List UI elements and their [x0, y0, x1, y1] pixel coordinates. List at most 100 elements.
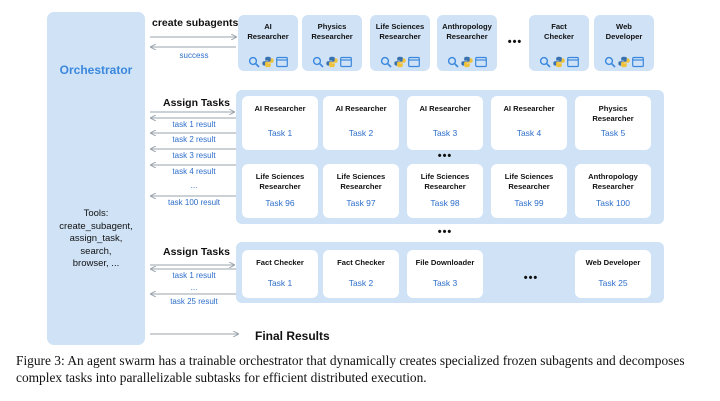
tools-line: create_subagent,: [59, 220, 133, 232]
band2-ellipsis: •••: [523, 272, 539, 284]
result-label: task 25 result: [170, 297, 218, 306]
search-icon: [380, 56, 392, 68]
browser-icon: [567, 56, 579, 68]
rows-ellipsis: •••: [437, 150, 453, 162]
browser-icon: [632, 56, 644, 68]
task-card-task: Task 2: [348, 128, 374, 138]
task-card-agent: AI Researcher: [419, 104, 471, 113]
python-icon: [262, 56, 274, 68]
search-icon: [312, 56, 324, 68]
orchestrator-tools: Tools:create_subagent,assign_task,search…: [47, 208, 145, 271]
browser-icon: [276, 56, 288, 68]
result-label: task 2 result: [172, 135, 216, 144]
agent-tools: [370, 56, 430, 68]
agent-tools: [437, 56, 497, 68]
result-label: task 100 result: [167, 198, 221, 207]
task-card-task: Task 1: [267, 128, 293, 138]
search-icon: [447, 56, 459, 68]
success-label: success: [179, 51, 209, 60]
search-icon: [604, 56, 616, 68]
task-card-task: Task 1: [267, 278, 293, 288]
tools-line: assign_task,: [69, 233, 123, 244]
task-card-task: Task 4: [516, 128, 542, 138]
agents-ellipsis: •••: [507, 36, 523, 48]
tools-line: Tools:: [83, 208, 109, 219]
orchestrator-panel: [47, 12, 145, 345]
task-card-task: Task 3: [432, 278, 458, 288]
task-card-task: Task 98: [430, 198, 460, 208]
agent-tools: [302, 56, 362, 68]
python-icon: [618, 56, 630, 68]
task-card-agent: Fact Checker: [256, 258, 304, 267]
python-icon: [461, 56, 473, 68]
task-card-task: Task 2: [348, 278, 374, 288]
task-card-task: Task 3: [432, 128, 458, 138]
result-label: task 3 result: [172, 151, 216, 160]
final-results-label: Final Results: [255, 329, 330, 343]
create-subagents-header: create subagents: [152, 17, 239, 29]
task-card-task: Task 96: [265, 198, 295, 208]
task-card-task: Task 97: [346, 198, 376, 208]
task-card-task: Task 100: [595, 198, 631, 208]
task-card-agent: File Downloader: [415, 258, 475, 267]
result-label: ...: [190, 283, 198, 292]
task-card-task: Task 5: [600, 128, 626, 138]
figure-caption: Figure 3: An agent swarm has a trainable…: [16, 353, 685, 385]
task-card-agent: Fact Checker: [337, 258, 385, 267]
python-icon: [553, 56, 565, 68]
orchestrator-title: Orchestrator: [59, 63, 133, 77]
assign-tasks-header-1: Assign Tasks: [163, 97, 230, 109]
task-card-agent: AI Researcher: [335, 104, 387, 113]
result-label: ...: [190, 181, 198, 190]
task-card-task: Task 99: [514, 198, 544, 208]
task-card-agent: AI Researcher: [503, 104, 555, 113]
browser-icon: [408, 56, 420, 68]
task-card-task: Task 25: [598, 278, 628, 288]
browser-icon: [340, 56, 352, 68]
task-card-agent: AI Researcher: [254, 104, 306, 113]
result-label: task 4 result: [172, 167, 216, 176]
search-icon: [248, 56, 260, 68]
assign-tasks-header-2: Assign Tasks: [163, 246, 230, 258]
agent-tools: [529, 56, 589, 68]
agent-tools: [238, 56, 298, 68]
bands-ellipsis: •••: [437, 226, 453, 238]
search-icon: [539, 56, 551, 68]
tools-line: search,: [80, 245, 112, 257]
tools-line: browser, ...: [72, 258, 120, 269]
result-label: task 1 result: [172, 271, 216, 280]
browser-icon: [475, 56, 487, 68]
